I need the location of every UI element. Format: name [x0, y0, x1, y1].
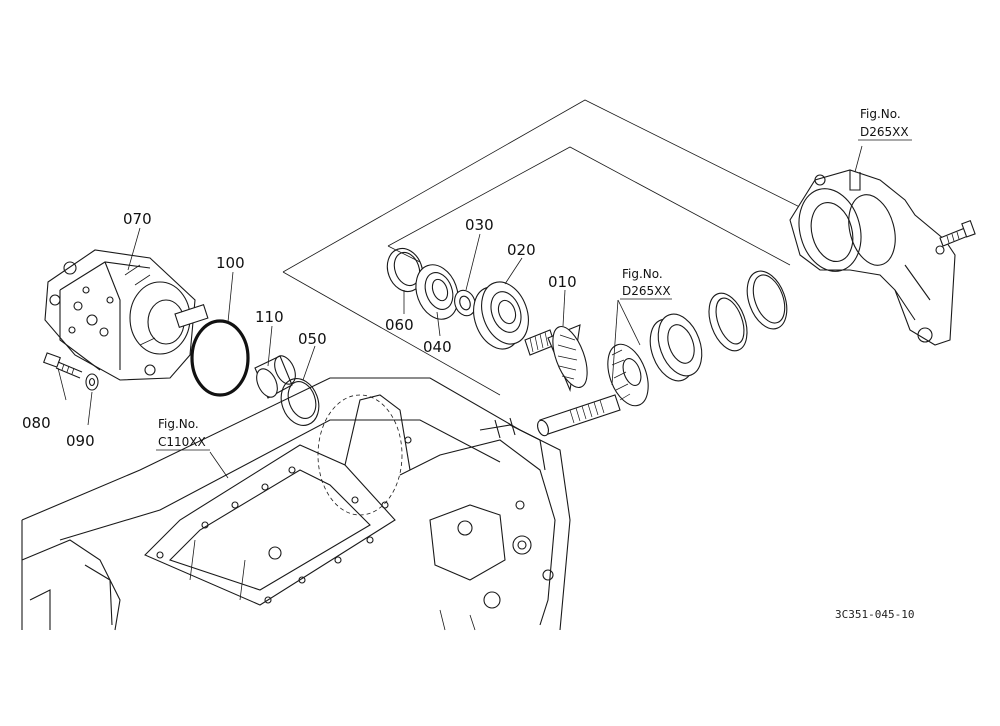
leader-lines	[57, 145, 863, 479]
hydraulic-pump	[44, 249, 209, 381]
label-020: 020	[507, 241, 536, 259]
label-100: 100	[216, 254, 245, 272]
label-010: 010	[548, 273, 577, 291]
label-060: 060	[385, 316, 414, 334]
bolt-right	[939, 220, 976, 247]
reference-plane-inner	[387, 146, 791, 266]
bearing-020	[473, 281, 529, 350]
label-110: 110	[255, 308, 284, 326]
drawing-code: 3C351-045-10	[835, 608, 914, 621]
ring-right-2	[746, 270, 788, 330]
label-040: 040	[423, 338, 452, 356]
ring-right-1	[708, 292, 748, 352]
splined-shaft	[537, 394, 621, 437]
o-ring-100	[190, 319, 250, 397]
figure-ref-left: Fig.No. C110XX	[156, 417, 210, 451]
figure-ref-center: Fig.No. D265XX	[620, 267, 672, 300]
label-070: 070	[123, 210, 152, 228]
bearing-040	[415, 264, 459, 320]
spacer-030	[454, 289, 476, 317]
bevel-pinion-010	[524, 324, 588, 392]
label-030: 030	[465, 216, 494, 234]
label-050: 050	[298, 330, 327, 348]
figure-ref-left-line2: C110XX	[158, 435, 206, 449]
snap-ring-060	[386, 247, 424, 293]
label-080: 080	[22, 414, 51, 432]
figure-ref-center-line1: Fig.No.	[622, 267, 663, 281]
bevel-gear	[607, 343, 649, 407]
figure-ref-top-right-line2: D265XX	[860, 125, 909, 139]
snap-ring-050	[280, 378, 320, 426]
washer-090	[85, 373, 99, 391]
transmission-case	[21, 377, 571, 631]
indicator-ellipse	[317, 394, 403, 516]
part-labels: 070 100 110 050 060 040 030 020 010 080 …	[22, 210, 577, 450]
bearing-right	[649, 313, 703, 382]
figure-ref-top-right: Fig.No. D265XX	[858, 107, 912, 141]
figure-ref-top-right-line1: Fig.No.	[860, 107, 901, 121]
bolt-080	[43, 352, 83, 379]
figure-ref-center-line2: D265XX	[622, 284, 671, 298]
collar-110	[254, 355, 296, 399]
bracket-housing	[789, 169, 956, 346]
figure-ref-left-line1: Fig.No.	[158, 417, 199, 431]
label-090: 090	[66, 432, 95, 450]
